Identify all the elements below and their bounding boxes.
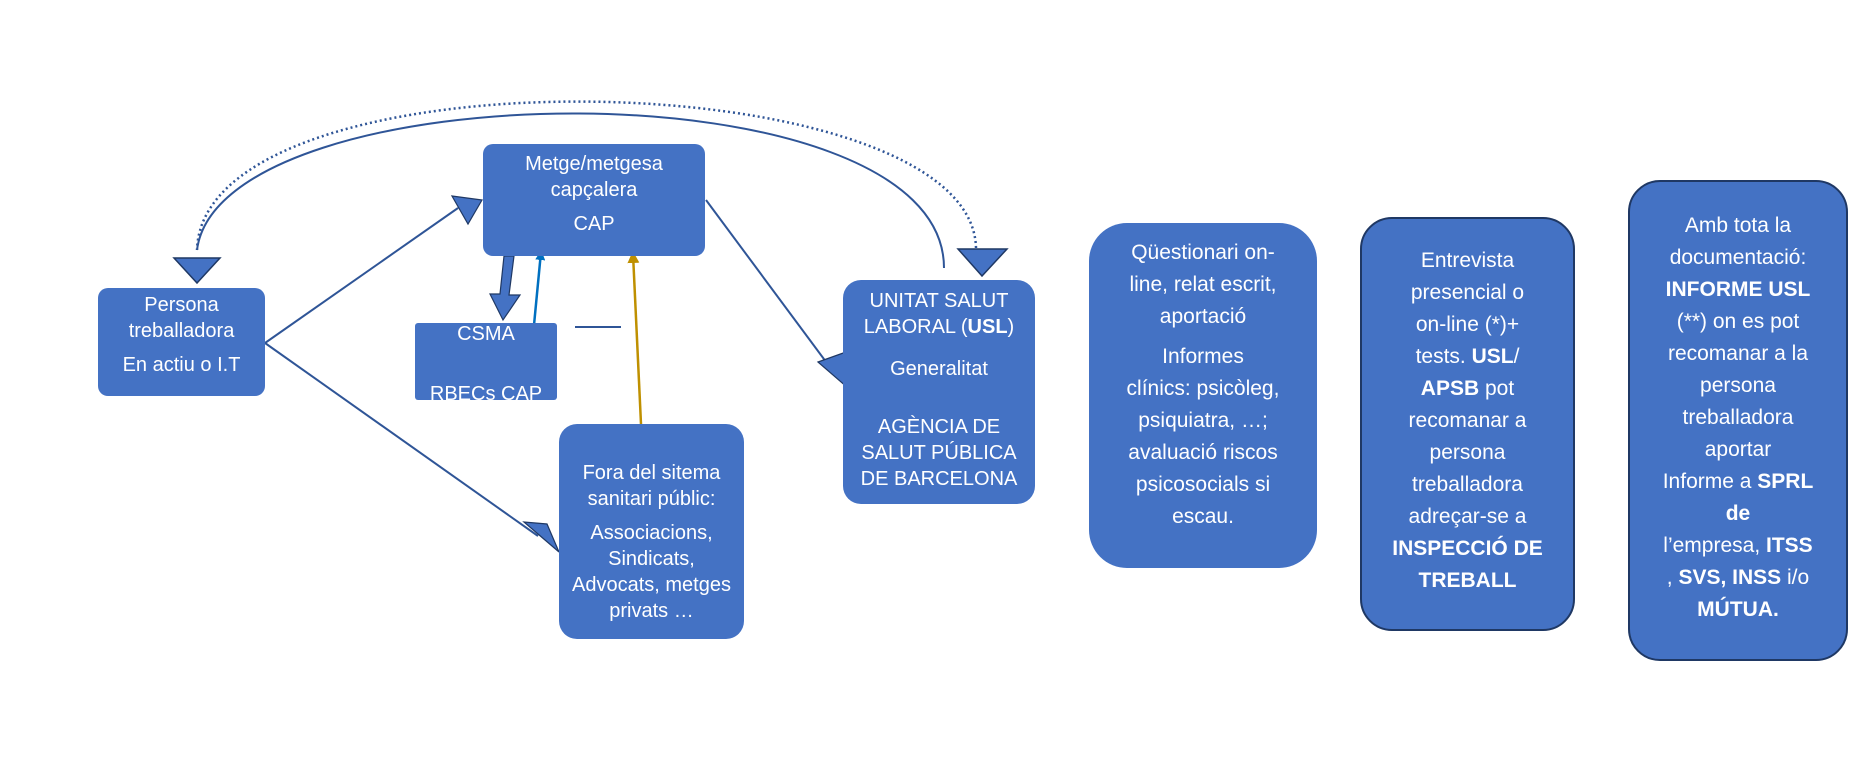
entrevista-line-6: recomanar a — [1408, 409, 1527, 432]
documentacio-line-6: persona — [1700, 374, 1776, 397]
csma-line-2: RBECs CAP — [429, 383, 543, 400]
usl-line-2: LABORAL (USL) — [863, 316, 1015, 338]
usl-line-1: UNITAT SALUT — [869, 290, 1009, 312]
metge-line-1: Metge/metgesa — [525, 153, 663, 175]
usl-line-3: Generalitat — [890, 358, 988, 380]
connector-persona-metge — [264, 207, 459, 344]
fora-line-3: Associacions, — [590, 522, 713, 544]
csma-box: CSMA RBECs CAP — [415, 323, 557, 400]
documentacio-box: Amb tota la documentació: INFORME USL (*… — [1628, 180, 1848, 661]
qüestionari-line-7: avaluació riscos — [1128, 441, 1278, 464]
block-arrow-to-fora — [522, 521, 560, 553]
qüestionari-line-3: aportació — [1159, 305, 1247, 328]
qüestionari-line-1: Qüestionari on- — [1131, 241, 1275, 264]
entrevista-line-2: presencial o — [1410, 281, 1525, 304]
fora-line-2: sanitari públic: — [587, 488, 716, 510]
documentacio-line-5: recomanar a la — [1667, 342, 1809, 365]
documentacio-line-13: MÚTUA. — [1697, 598, 1779, 621]
documentacio-line-7: treballadora — [1682, 406, 1794, 429]
persona-line-3: En actiu o I.T — [122, 354, 241, 376]
documentacio-line-9: Informe a SPRL — [1662, 470, 1814, 493]
solid-return-arc — [196, 112, 945, 269]
usl-box: UNITAT SALUT LABORAL (USL) Generalitat A… — [843, 280, 1035, 504]
qüestionari-line-2: line, relat escrit, — [1129, 273, 1277, 296]
entrevista-box: Entrevista presencial o on-line (*)+ tes… — [1360, 217, 1575, 631]
fora-line-4: Sindicats, — [608, 548, 695, 570]
entrevista-line-7: persona — [1429, 441, 1506, 464]
qüestionari-line-5: clínics: psicòleg, — [1126, 377, 1280, 400]
arrow-fora-metge — [627, 251, 643, 425]
persona-line-2: treballadora — [128, 320, 235, 342]
documentacio-line-1: Amb tota la — [1684, 214, 1792, 237]
documentacio-line-8: aportar — [1704, 438, 1772, 461]
entrevista-line-4: tests. USL/ — [1415, 345, 1520, 368]
csma-line-1: CSMA — [457, 323, 515, 345]
entrevista-line-3: on-line (*)+ — [1415, 313, 1520, 336]
fora-sistema-box: Fora del sitema sanitari públic: Associa… — [559, 424, 744, 639]
arrowhead-to-persona — [172, 257, 222, 285]
entrevista-line-10: INSPECCIÓ DE — [1392, 537, 1543, 560]
metge-capcalera-box: Metge/metgesa capçalera CAP — [483, 144, 705, 256]
arrow-csma-metge — [532, 250, 546, 326]
fora-line-5: Advocats, metges — [572, 574, 731, 596]
documentacio-line-4: (**) on es pot — [1676, 310, 1800, 333]
entrevista-line-9: adreçar-se a — [1408, 505, 1527, 528]
entrevista-line-5: APSB pot — [1420, 377, 1515, 400]
documentacio-line-11: l’empresa, ITSS — [1663, 534, 1813, 557]
metge-line-2: capçalera — [550, 179, 638, 201]
documentacio-line-10: de — [1725, 502, 1751, 525]
entrevista-line-8: treballadora — [1412, 473, 1523, 496]
block-arrow-metge-csma — [489, 255, 522, 322]
fora-line-6: privats … — [609, 600, 694, 622]
qüestionari-box: Qüestionari on- line, relat escrit, apor… — [1089, 223, 1317, 568]
persona-line-1: Persona — [144, 294, 219, 316]
documentacio-line-2: documentació: — [1669, 246, 1807, 269]
entrevista-line-11: TREBALL — [1418, 569, 1517, 592]
arrowhead-to-usl — [956, 248, 1009, 278]
qüestionari-line-8: psicosocials si — [1135, 473, 1271, 496]
usl-line-4: AGÈNCIA DE — [877, 416, 1001, 438]
documentacio-line-3: INFORME USL — [1665, 278, 1811, 301]
entrevista-line-1: Entrevista — [1420, 249, 1515, 272]
metge-line-3: CAP — [573, 213, 615, 235]
documentacio-line-12: , SVS, INSS i/o — [1666, 566, 1810, 589]
block-arrow-to-metge — [450, 195, 483, 226]
qüestionari-line-6: psiquiatra, …; — [1138, 409, 1268, 432]
fora-line-1: Fora del sitema — [582, 462, 721, 484]
connector-persona-fora — [264, 342, 539, 537]
qüestionari-line-4: Informes — [1162, 345, 1244, 368]
qüestionari-line-9: escau. — [1172, 505, 1234, 528]
usl-line-6: DE BARCELONA — [860, 468, 1018, 490]
persona-treballadora-box: Persona treballadora En actiu o I.T — [98, 288, 265, 396]
usl-line-5: SALUT PÚBLICA — [861, 442, 1017, 464]
connector-metge-usl — [705, 199, 839, 379]
